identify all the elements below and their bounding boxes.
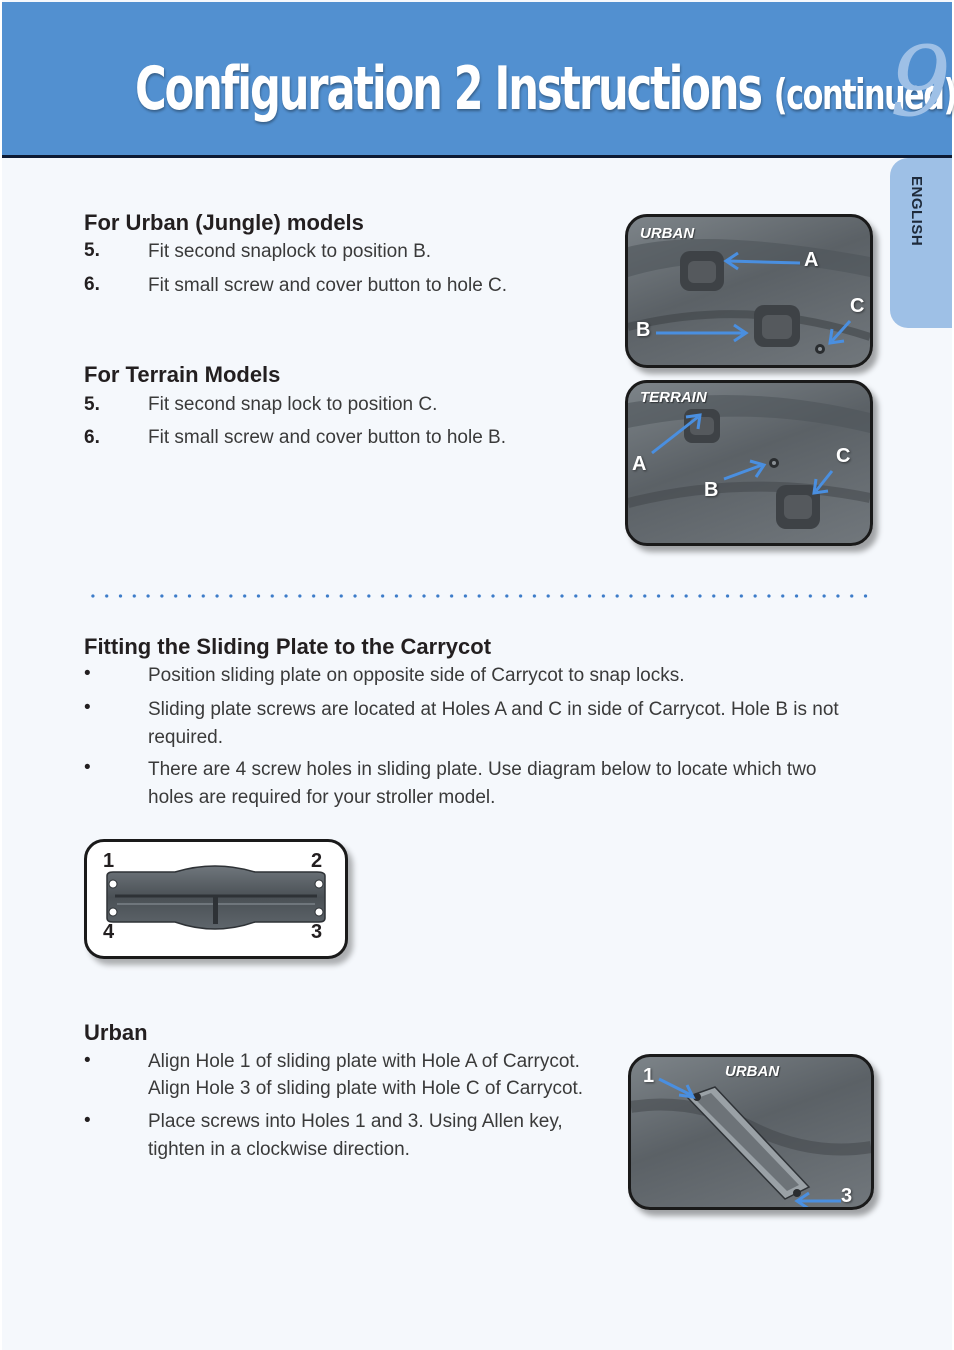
sliding-plate-heading: Fitting the Sliding Plate to the Carryco… <box>84 634 492 659</box>
terrain-snaplock-photo: TERRAIN A B C <box>625 380 873 546</box>
sliding-plate-illustration <box>106 865 326 930</box>
sliding-plate-diagram: 1 2 3 4 <box>84 839 348 959</box>
urban-bullet-line: Place screws into Holes 1 and 3. Using A… <box>148 1111 563 1132</box>
plate-hole-3-label: 3 <box>311 921 323 943</box>
urban-bullet-line: Align Hole 1 of sliding plate with Hole … <box>148 1051 580 1072</box>
terrain-photo-label: TERRAIN <box>640 389 707 406</box>
urban-jungle-step-num: 6. <box>84 274 100 295</box>
urban-plate-photo: URBAN 1 3 <box>628 1054 874 1210</box>
point-c-label: C <box>850 295 865 317</box>
urban-jungle-step-num: 5. <box>84 240 100 261</box>
page-header: Configuration 2 Instructions (continued)… <box>2 2 954 158</box>
terrain-step-num: 5. <box>84 394 100 415</box>
terrain-snaplock-illustration <box>628 395 870 529</box>
urban-jungle-heading: For Urban (Jungle) models <box>84 210 364 235</box>
point-a-label: A <box>804 249 819 271</box>
page-title: Configuration 2 Instructions (continued) <box>135 54 954 124</box>
page-number: 9 <box>890 26 952 138</box>
urban-plate-illustration <box>631 1077 871 1207</box>
plate-hole-1-label: 1 <box>103 850 115 872</box>
point-c-label: C <box>836 445 851 467</box>
hole-3-label: 3 <box>841 1185 853 1207</box>
sliding-plate-bullet-line: Position sliding plate on opposite side … <box>148 665 685 686</box>
sliding-plate-bullet-line: Sliding plate screws are located at Hole… <box>148 699 839 720</box>
bullet-marker: • <box>84 1050 91 1071</box>
plate-hole-4-label: 4 <box>103 921 115 943</box>
terrain-step-num: 6. <box>84 427 100 448</box>
urban-plate-photo-label: URBAN <box>725 1063 780 1080</box>
urban-jungle-step-text: Fit second snaplock to position B. <box>148 241 432 262</box>
urban-bullet-line: Align Hole 3 of sliding plate with Hole … <box>148 1078 584 1099</box>
page-title-main: Configuration 2 Instructions <box>135 54 763 124</box>
sliding-plate-bullet-line: holes are required for your stroller mod… <box>148 787 496 808</box>
sliding-plate-bullet-line: required. <box>148 727 223 748</box>
urban-snaplock-illustration <box>628 239 870 354</box>
terrain-step-text: Fit second snap lock to position C. <box>148 394 438 415</box>
language-tab-label: ENGLISH <box>908 176 925 247</box>
point-b-label: B <box>636 319 651 341</box>
terrain-heading: For Terrain Models <box>84 362 281 387</box>
urban-photo-label: URBAN <box>640 225 695 242</box>
urban-heading: Urban <box>84 1020 148 1045</box>
hole-1-label: 1 <box>643 1065 655 1087</box>
terrain-step-text: Fit small screw and cover button to hole… <box>148 427 506 448</box>
urban-snaplock-photo: URBAN A B C <box>625 214 873 368</box>
bullet-marker: • <box>84 663 91 684</box>
point-a-label: A <box>632 453 647 475</box>
bullet-marker: • <box>84 757 91 778</box>
plate-hole-2-label: 2 <box>311 850 323 872</box>
bullet-marker: • <box>84 1110 91 1131</box>
language-tab[interactable]: ENGLISH <box>890 158 952 328</box>
dotted-divider <box>86 594 872 598</box>
point-b-label: B <box>704 479 719 501</box>
urban-jungle-step-text: Fit small screw and cover button to hole… <box>148 275 508 296</box>
bullet-marker: • <box>84 697 91 718</box>
sliding-plate-bullet-line: There are 4 screw holes in sliding plate… <box>148 759 817 780</box>
urban-bullet-line: tighten in a clockwise direction. <box>148 1139 410 1160</box>
page-title-suffix: (continued) <box>773 70 954 119</box>
